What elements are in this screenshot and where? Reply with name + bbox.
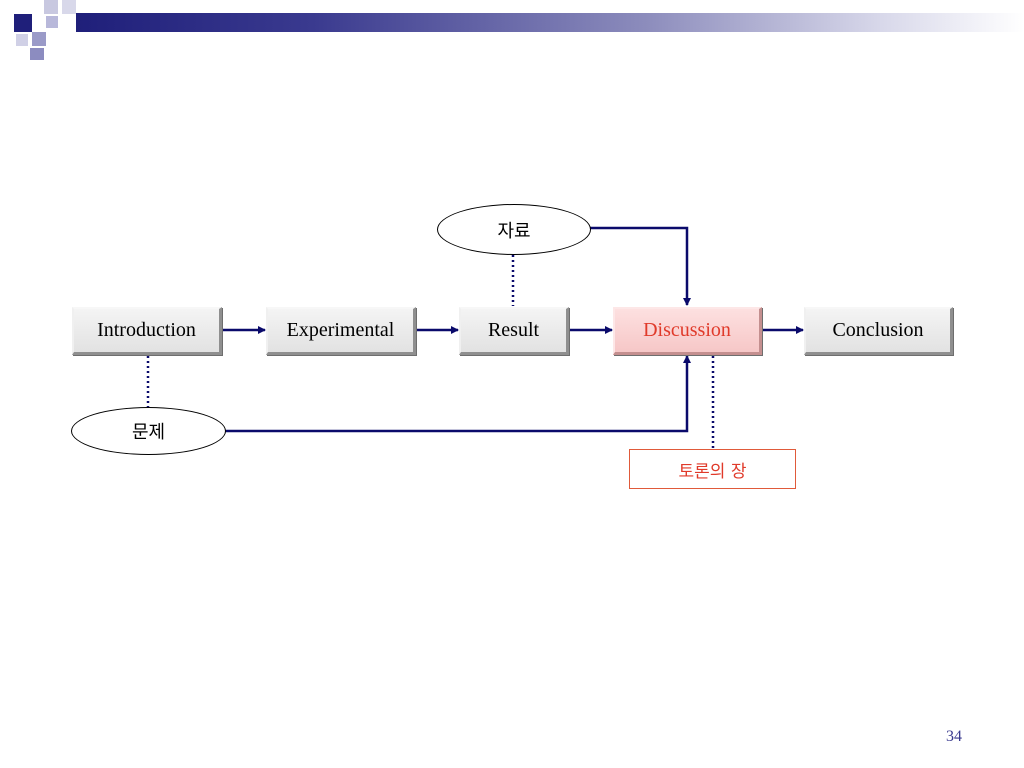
result-box: Result — [459, 307, 569, 355]
header-square-mid — [30, 48, 44, 60]
header-square-dark — [14, 14, 32, 32]
data-ellipse: 자료 — [437, 204, 591, 255]
result-label: Result — [487, 319, 540, 341]
introduction-box: Introduction — [72, 307, 222, 355]
header-square-light — [62, 0, 76, 14]
problem-ellipse-label: 문제 — [131, 422, 166, 443]
data-ellipse-label: 자료 — [497, 220, 531, 242]
page-number: 34 — [946, 728, 962, 745]
header-square-mid — [46, 16, 58, 28]
discussion-box: Discussion — [613, 307, 762, 355]
arrow-data-to-discussion — [590, 226, 691, 306]
header-gradient-bar — [76, 13, 1024, 32]
experimental-label: Experimental — [286, 319, 395, 341]
discussion-note-box: 토론의 장 — [629, 449, 796, 489]
header-square-mid — [32, 32, 46, 46]
problem-ellipse: 문제 — [71, 407, 226, 455]
conclusion-label: Conclusion — [832, 319, 924, 341]
experimental-box: Experimental — [266, 307, 416, 355]
conclusion-box: Conclusion — [804, 307, 953, 355]
introduction-label: Introduction — [97, 319, 196, 341]
discussion-note-label: 토론의 장 — [678, 461, 747, 482]
header-square-light — [16, 34, 28, 46]
arrow-problem-to-discussion — [225, 355, 691, 433]
header-square-light — [44, 0, 58, 14]
discussion-label: Discussion — [643, 319, 731, 341]
